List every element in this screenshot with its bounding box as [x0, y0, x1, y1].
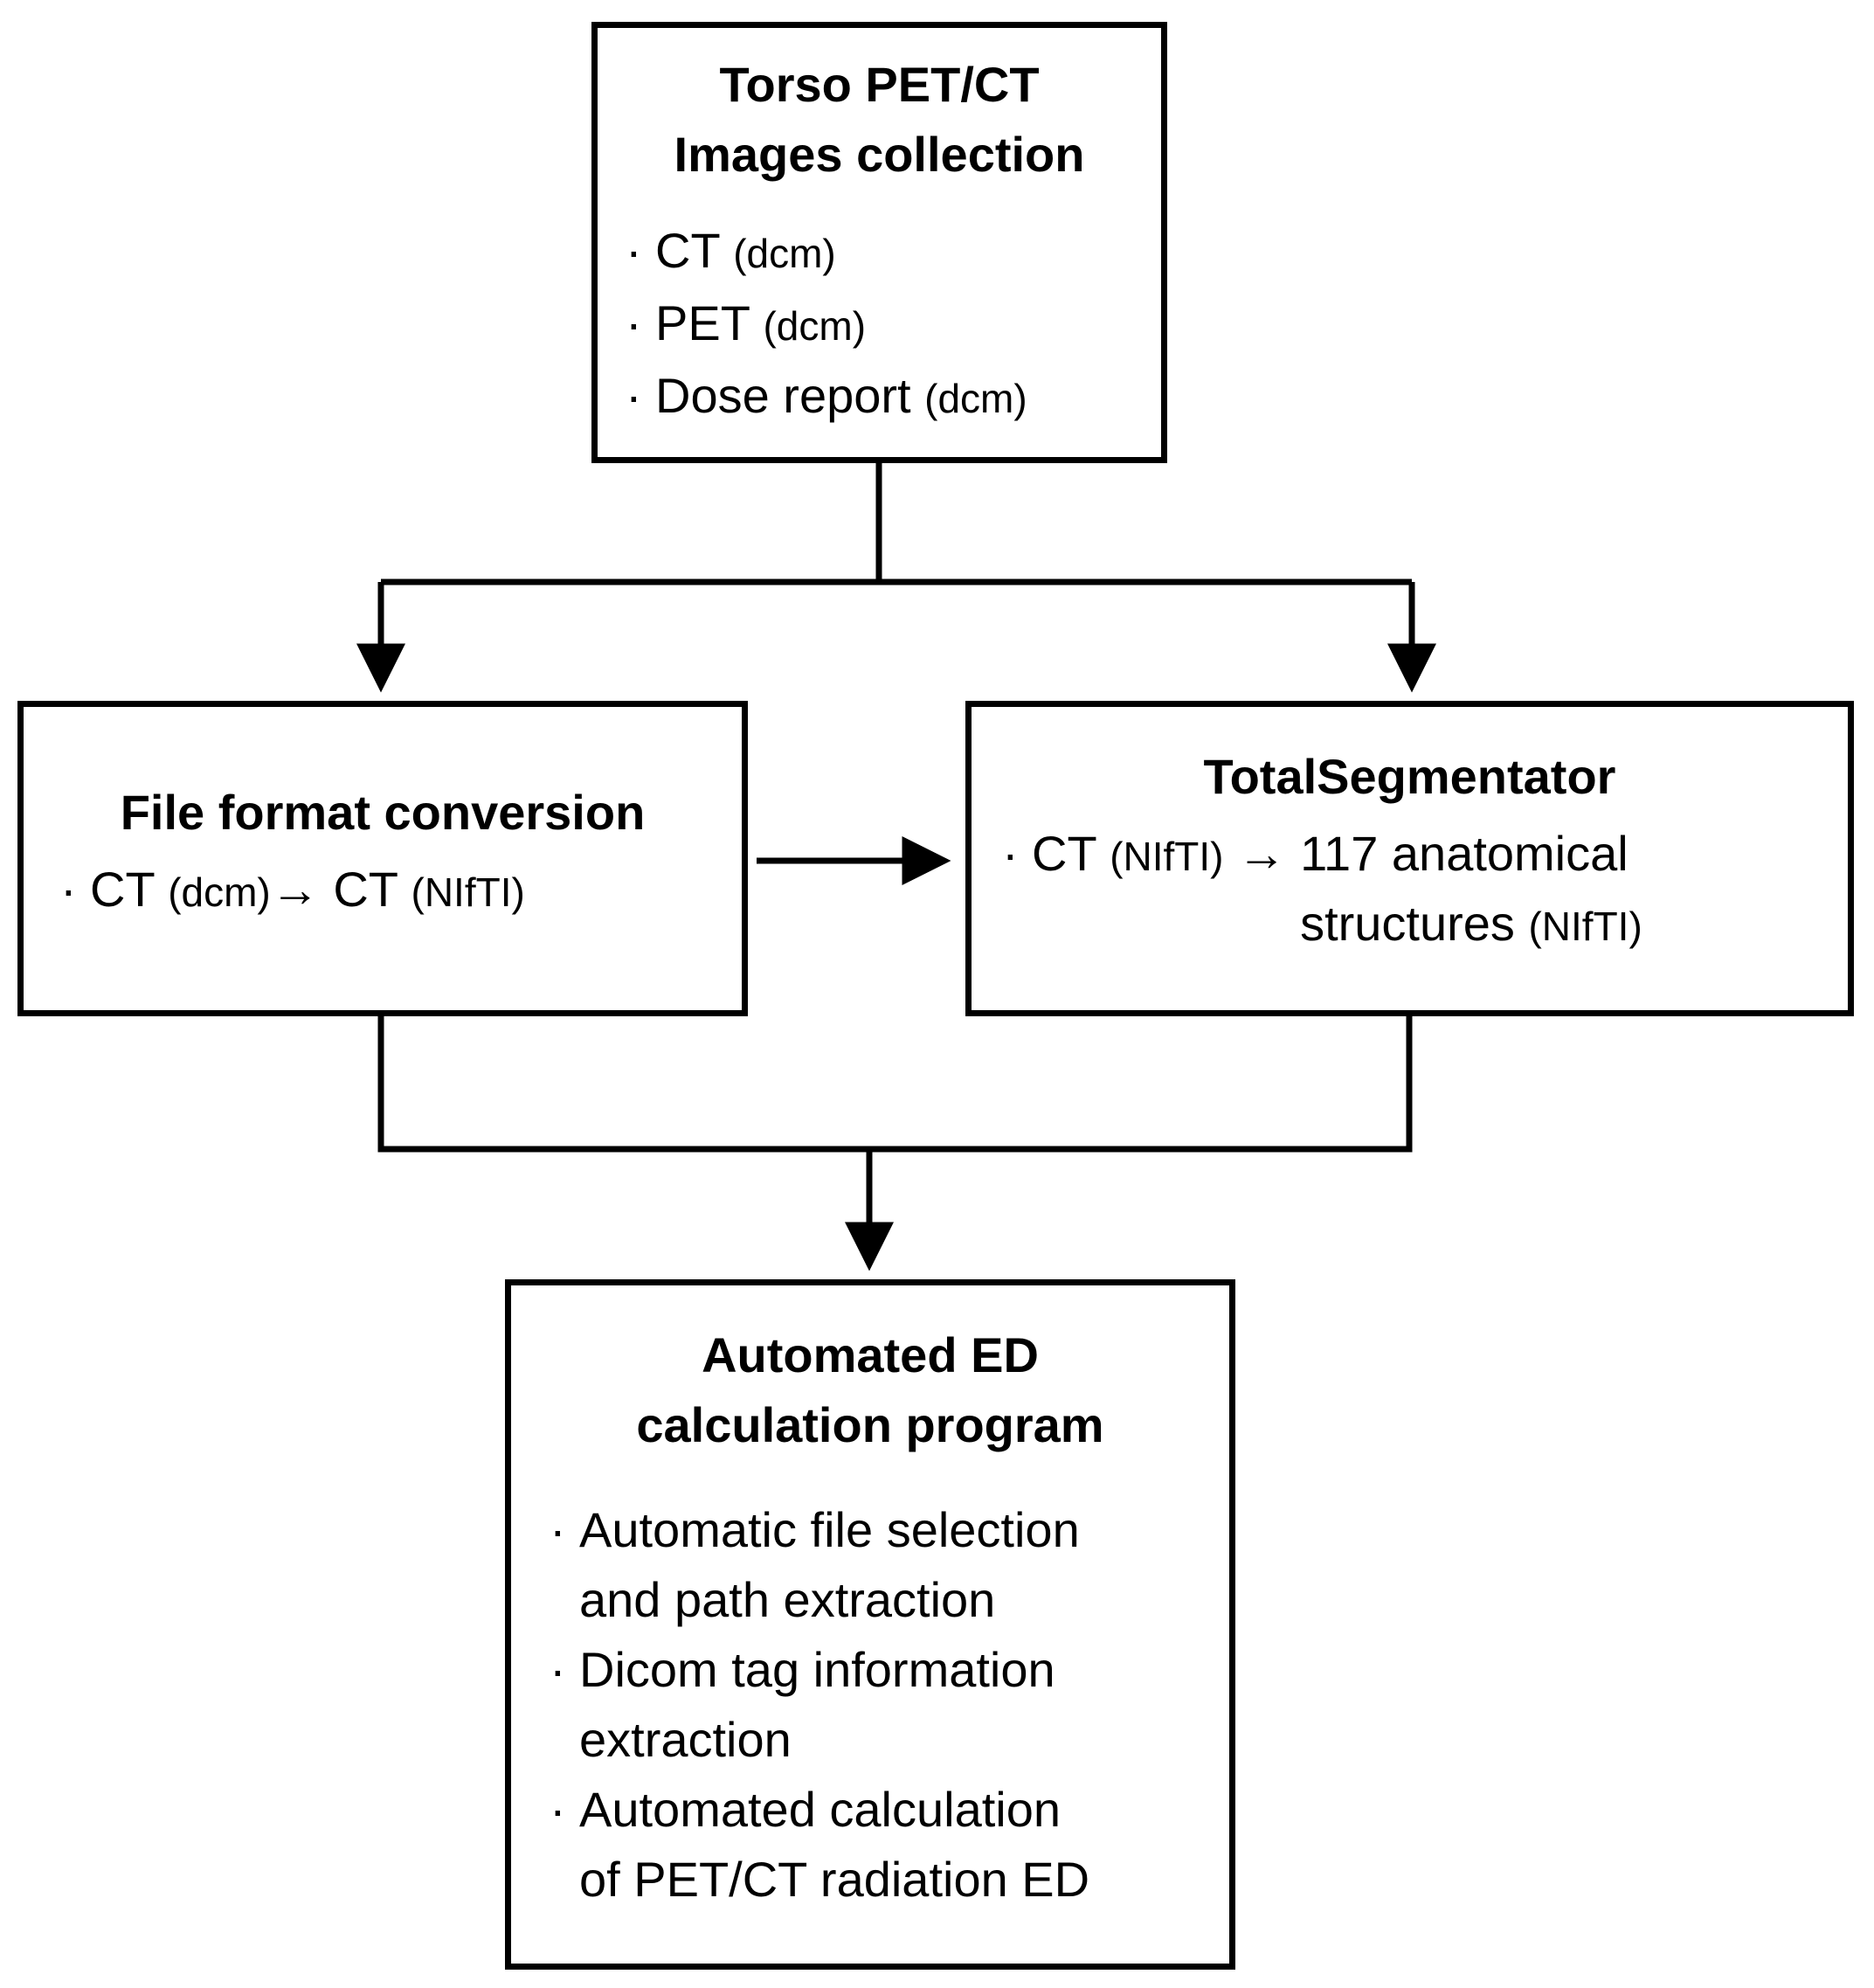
bullet: · [626, 368, 642, 423]
segmentator-title: TotalSegmentator [1203, 749, 1616, 804]
item-note: (dcm) [763, 303, 867, 349]
from-text: CT [1032, 826, 1096, 881]
list-item: · Automatic file selection and path extr… [546, 1495, 1229, 1635]
bullet: · [550, 1782, 566, 1837]
from-note: (NIfTI) [1110, 834, 1224, 879]
segmentator-box: TotalSegmentator · CT (NIfTI) → 117 anat… [965, 701, 1854, 1016]
to-text: CT [333, 862, 398, 917]
item-text: Dose report [655, 368, 911, 423]
item-text: PET [655, 295, 750, 350]
item-line2: extraction [579, 1712, 792, 1767]
collection-items: · CT (dcm) · PET (dcm) · Dose report (dc… [622, 216, 1161, 433]
to-note: (NIfTI) [411, 869, 525, 915]
item-line2: of PET/CT radiation ED [579, 1852, 1090, 1907]
bullet: · [626, 295, 642, 350]
collection-title: Torso PET/CT Images collection [598, 50, 1161, 190]
to-text-line1: 117 anatomical [1300, 826, 1629, 881]
bullet: · [550, 1502, 566, 1557]
list-item: · CT (dcm) [622, 216, 1161, 288]
segmentator-items: · CT (NIfTI) → 117 anatomical structures… [999, 819, 1848, 961]
bullet: · [626, 223, 642, 278]
list-item: · CT (dcm)→ CT (NIfTI) [57, 855, 742, 927]
from-note: (dcm) [168, 869, 271, 915]
arrow-glyph: → [1237, 826, 1287, 881]
item-line1: Automated calculation [579, 1782, 1061, 1837]
item-note: (dcm) [733, 231, 836, 276]
bullet: · [60, 862, 77, 917]
conversion-box: File format conversion · CT (dcm)→ CT (N… [17, 701, 748, 1016]
to-note: (NIfTI) [1528, 904, 1642, 949]
collection-title-line1: Torso PET/CT [719, 57, 1040, 112]
collection-title-line2: Images collection [674, 127, 1085, 182]
list-item: · PET (dcm) [622, 288, 1161, 361]
item-line1: Dicom tag information [579, 1642, 1055, 1697]
list-item: · CT (NIfTI) → 117 anatomical structures… [999, 819, 1848, 961]
from-text: CT [90, 862, 155, 917]
program-items: · Automatic file selection and path extr… [546, 1495, 1229, 1915]
item-line2: and path extraction [579, 1572, 996, 1627]
item-line1: Automatic file selection [579, 1502, 1080, 1557]
program-title-line2: calculation program [636, 1397, 1104, 1452]
bullet: · [550, 1642, 566, 1697]
merge-connector [377, 1016, 1413, 1153]
split-connector [381, 463, 1412, 585]
arrow-glyph: → [270, 862, 320, 917]
program-box: Automated ED calculation program · Autom… [505, 1279, 1235, 1970]
program-title-line1: Automated ED [702, 1327, 1039, 1382]
list-item: · Dose report (dcm) [622, 361, 1161, 433]
item-note: (dcm) [924, 376, 1027, 421]
program-title: Automated ED calculation program [511, 1320, 1229, 1460]
bullet: · [1002, 826, 1019, 881]
to-text-line2: structures [1300, 896, 1515, 951]
list-item: · Dicom tag information extraction [546, 1635, 1229, 1775]
conversion-title: File format conversion [120, 785, 646, 840]
conversion-items: · CT (dcm)→ CT (NIfTI) [57, 855, 742, 927]
item-text: CT [655, 223, 720, 278]
collection-box: Torso PET/CT Images collection · CT (dcm… [591, 22, 1167, 463]
list-item: · Automated calculation of PET/CT radiat… [546, 1775, 1229, 1915]
